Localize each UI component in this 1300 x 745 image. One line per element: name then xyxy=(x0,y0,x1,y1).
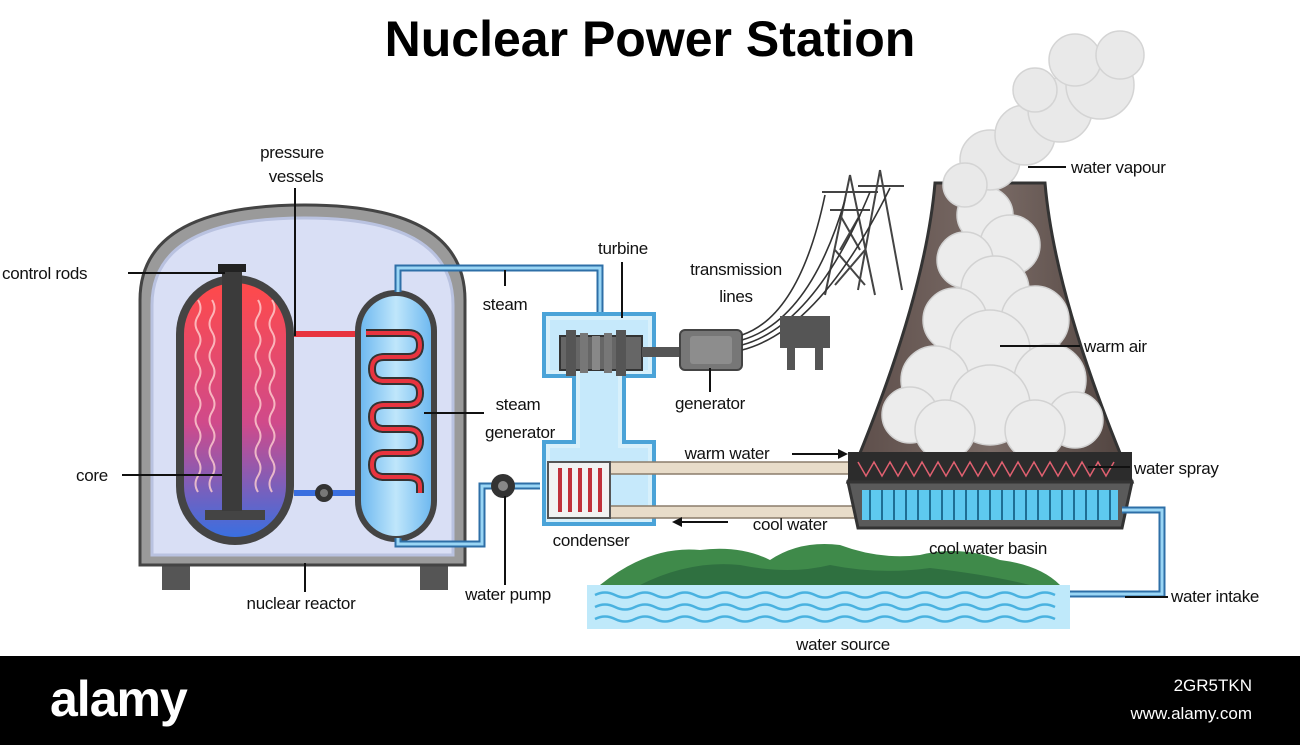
water-vapour-plume xyxy=(942,30,1145,208)
label-cool-water: cool water xyxy=(753,515,828,534)
label-warm-air: warm air xyxy=(1083,337,1147,356)
label-cool-water-basin: cool water basin xyxy=(929,539,1047,558)
footer-url: www.alamy.com xyxy=(1130,704,1252,723)
label-turbine: turbine xyxy=(598,239,648,258)
transmission-lines xyxy=(741,187,891,351)
water-spray xyxy=(857,460,1115,478)
leader-lines xyxy=(122,166,1168,598)
water-intake-pipe xyxy=(1070,506,1166,598)
flow-arrows xyxy=(672,449,848,527)
label-nuclear-reactor: nuclear reactor xyxy=(247,594,357,613)
label-control-rods: control rods xyxy=(2,264,87,283)
label-transmission-lines: transmission xyxy=(690,260,782,279)
control-rods xyxy=(218,264,246,511)
alamy-logo: alamy xyxy=(50,671,188,727)
label-steam-generator: steam xyxy=(496,395,541,414)
generator xyxy=(679,329,743,371)
label-steam: steam xyxy=(483,295,528,314)
steam-generator xyxy=(355,290,437,542)
label-core: core xyxy=(76,466,108,485)
substation-icon xyxy=(780,316,830,370)
label-pressure-vessels: pressure xyxy=(260,143,324,162)
water-pump-icon xyxy=(491,474,515,498)
cooling-tower xyxy=(845,181,1135,530)
label-water-intake: water intake xyxy=(1170,587,1259,606)
label-condenser: condenser xyxy=(553,531,630,550)
label-steam-generator-line2: generator xyxy=(485,423,556,442)
transmission-tower-icon xyxy=(822,169,904,296)
watermark-footer: alamy 2GR5TKN www.alamy.com xyxy=(0,656,1300,745)
water-source xyxy=(587,585,1070,629)
label-water-pump: water pump xyxy=(464,585,551,604)
condenser-coils xyxy=(547,461,611,519)
turbine xyxy=(559,330,686,376)
label-water-source: water source xyxy=(795,635,890,654)
cool-water-basin xyxy=(862,490,1118,520)
label-warm-water: warm water xyxy=(684,444,770,463)
label-transmission-lines-line2: lines xyxy=(719,287,752,306)
image-id: 2GR5TKN xyxy=(1173,676,1252,695)
hot-pipe xyxy=(294,331,362,337)
label-generator: generator xyxy=(675,394,746,413)
hills xyxy=(600,544,1060,585)
label-water-spray: water spray xyxy=(1133,459,1219,478)
steam-pipe xyxy=(394,264,604,318)
nuclear-reactor xyxy=(138,203,467,590)
label-pressure-vessels-line2: vessels xyxy=(269,167,324,186)
page-title: Nuclear Power Station xyxy=(385,11,916,67)
label-water-vapour: water vapour xyxy=(1070,158,1166,177)
